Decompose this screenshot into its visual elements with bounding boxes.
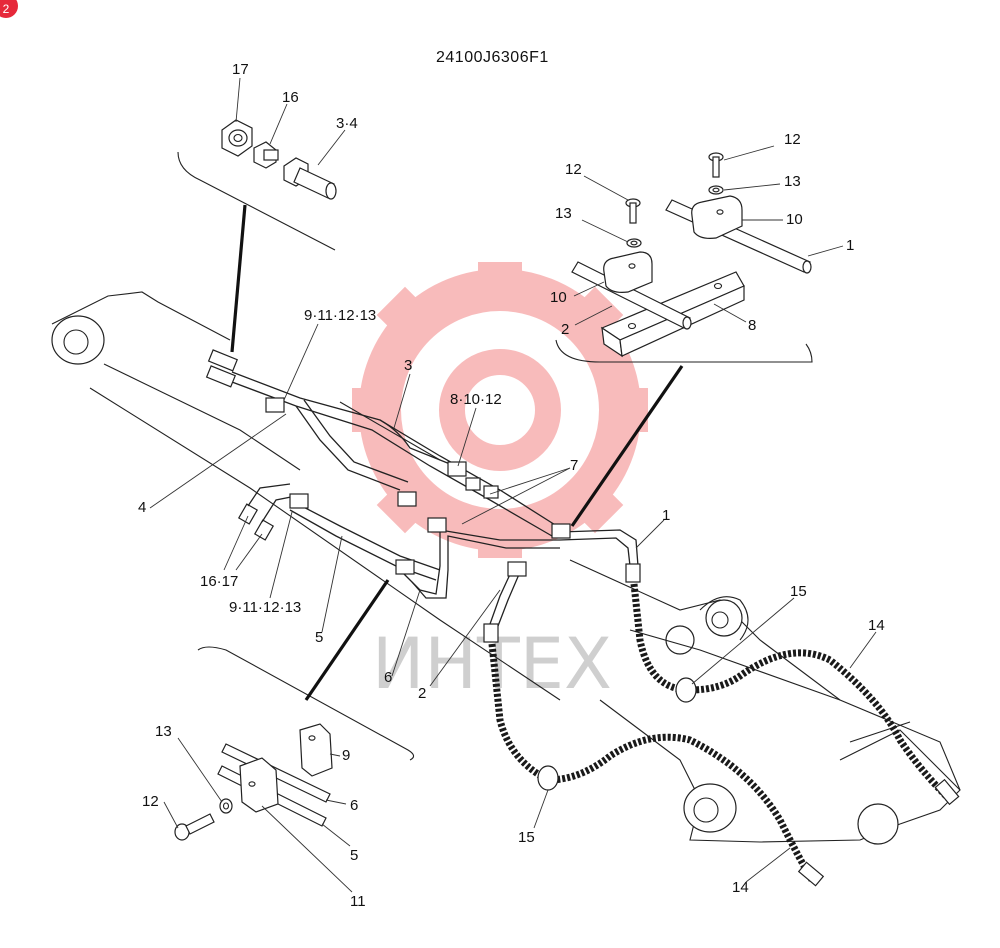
clamp-plate-11-icon bbox=[239, 757, 279, 813]
hose-coupling-left-icon bbox=[483, 623, 499, 643]
label-9-11-12-13-a: 9·11·12·13 bbox=[304, 307, 376, 324]
label-12-a: 12 bbox=[565, 161, 582, 178]
washer-13c-icon bbox=[219, 798, 233, 814]
inset-fittings-top bbox=[177, 77, 346, 353]
hose-end-fitting-right-icon bbox=[934, 778, 960, 806]
label-4: 4 bbox=[138, 499, 146, 516]
label-9: 9 bbox=[342, 747, 350, 764]
hose-clamp-15a-icon bbox=[675, 677, 697, 703]
pipe-2-icon bbox=[571, 261, 692, 330]
diagram-title: 24100J6306F1 bbox=[436, 49, 549, 66]
label-15-b: 15 bbox=[518, 829, 535, 846]
bolt-12a-icon bbox=[625, 198, 641, 224]
washer-13b-icon bbox=[708, 185, 724, 195]
label-16: 16 bbox=[282, 89, 299, 106]
label-11: 11 bbox=[350, 893, 366, 910]
fittings-left-icon bbox=[205, 349, 297, 541]
bolt-12c-icon bbox=[174, 813, 215, 841]
pipe-end-34-icon bbox=[283, 157, 337, 200]
label-1-b: 1 bbox=[662, 507, 670, 524]
label-14-b: 14 bbox=[732, 879, 749, 896]
label-6-a: 6 bbox=[384, 669, 392, 686]
label-15-a: 15 bbox=[790, 583, 807, 600]
label-8: 8 bbox=[748, 317, 756, 334]
hose-end-fitting-icon bbox=[797, 861, 825, 887]
label-5-a: 5 bbox=[315, 629, 323, 646]
label-2-b: 2 bbox=[418, 685, 426, 702]
hose-clamp-15b-icon bbox=[537, 765, 559, 791]
label-2-a: 2 bbox=[561, 321, 569, 338]
nut-17-icon bbox=[221, 119, 253, 157]
label-3: 3 bbox=[404, 357, 412, 374]
part-labels: 17 16 3·4 12 12 13 13 10 1 10 8 2 9·11·1… bbox=[138, 61, 885, 910]
clamp-10a-icon bbox=[603, 251, 653, 293]
hose-coupling-right-icon bbox=[625, 563, 641, 583]
watermark-gear-icon bbox=[352, 262, 648, 558]
label-13-c: 13 bbox=[155, 723, 172, 740]
label-10-a: 10 bbox=[550, 289, 567, 306]
label-7: 7 bbox=[570, 457, 578, 474]
clamp-10b-icon bbox=[691, 195, 743, 239]
leader-lines bbox=[149, 323, 877, 883]
label-10-b: 10 bbox=[786, 211, 803, 228]
nipple-16-icon bbox=[253, 141, 279, 169]
label-17: 17 bbox=[232, 61, 249, 78]
label-5-b: 5 bbox=[350, 847, 358, 864]
inset-clamps-bottom bbox=[163, 579, 415, 893]
washer-13a-icon bbox=[626, 238, 642, 248]
hoses-14 bbox=[488, 583, 960, 887]
label-1-a: 1 bbox=[846, 237, 854, 254]
label-12-c: 12 bbox=[142, 793, 159, 810]
bolt-12b-icon bbox=[708, 152, 724, 178]
label-12-b: 12 bbox=[784, 131, 801, 148]
label-9-11-12-13-b: 9·11·12·13 bbox=[229, 599, 301, 616]
label-13-a: 13 bbox=[555, 205, 572, 222]
clamps-on-pipes-icon bbox=[265, 397, 571, 577]
label-14-a: 14 bbox=[868, 617, 885, 634]
label-3-4: 3·4 bbox=[336, 115, 358, 132]
boom-structure bbox=[51, 291, 961, 845]
label-6-b: 6 bbox=[350, 797, 358, 814]
clamp-block-9-icon bbox=[299, 723, 333, 777]
page-badge: 2 bbox=[0, 0, 18, 18]
label-16-17: 16·17 bbox=[200, 573, 238, 590]
label-8-10-12: 8·10·12 bbox=[450, 391, 502, 408]
inset-clamps-top bbox=[555, 145, 844, 527]
label-13-b: 13 bbox=[784, 173, 801, 190]
